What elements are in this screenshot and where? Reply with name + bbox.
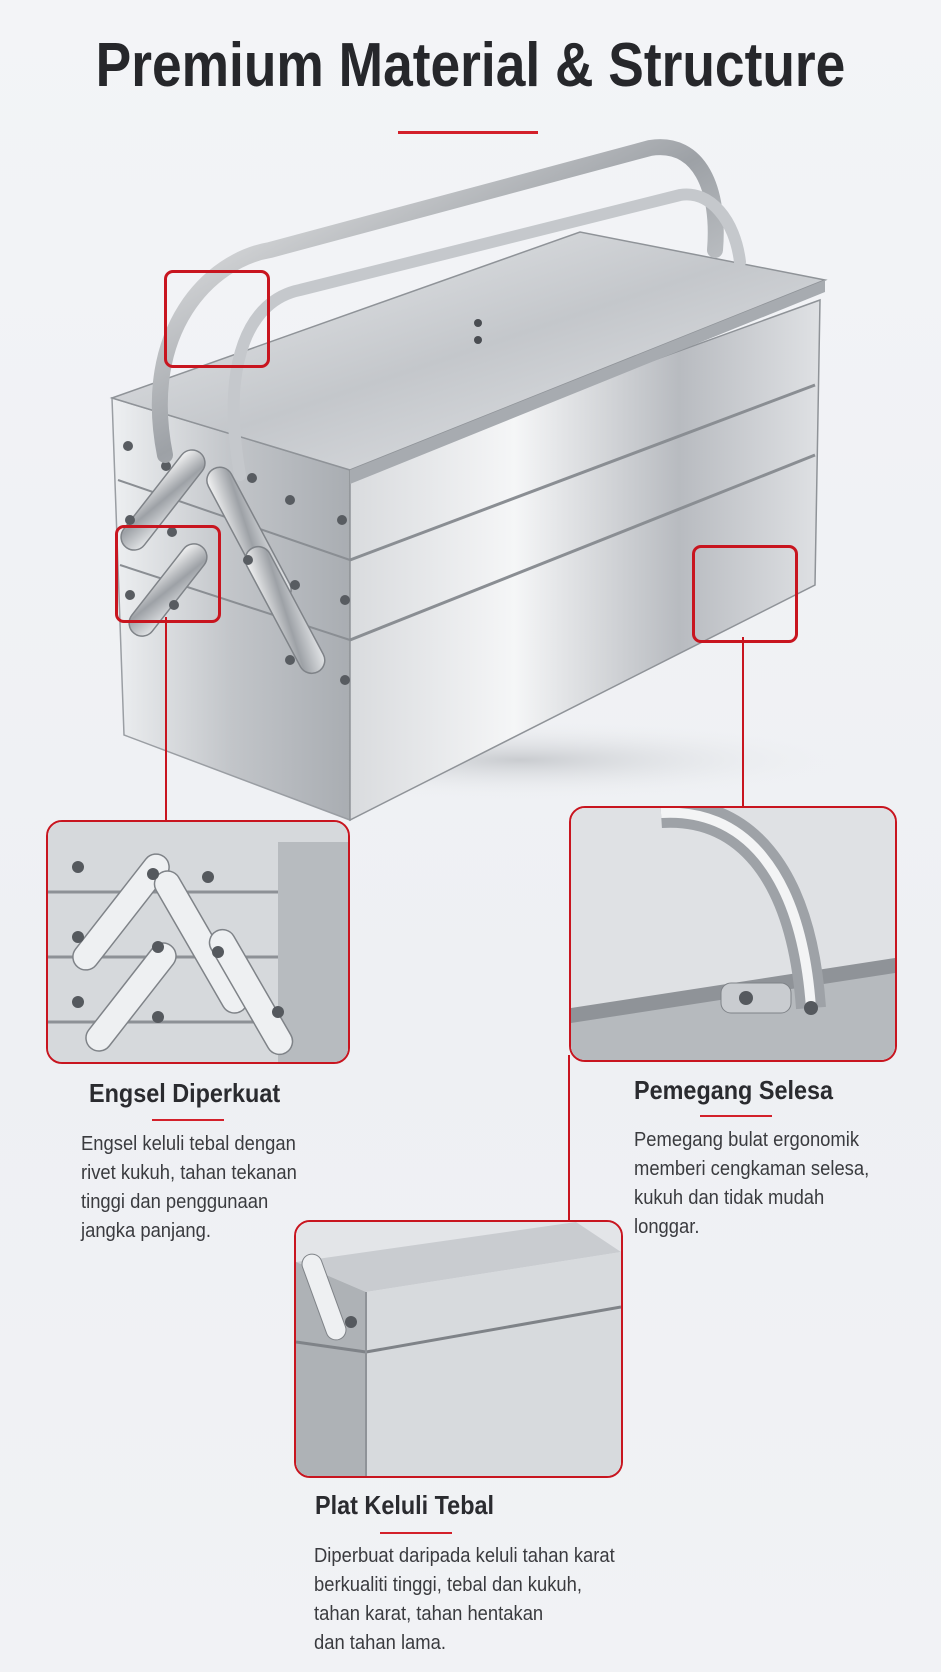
feature-desc-hinge: Engsel keluli tebal dengan rivet kukuh, … — [81, 1133, 297, 1242]
feature-desc-handle: Pemegang bulat ergonomik memberi cengkam… — [634, 1129, 870, 1238]
hinge-callout-box — [115, 525, 221, 623]
feature-title-hinge: Engsel Diperkuat — [89, 1078, 281, 1108]
feature-desc-plate: Diperbuat daripada keluli tahan karat be… — [314, 1545, 615, 1654]
plate-connector-line — [742, 637, 744, 807]
feature-rule-hinge — [152, 1119, 224, 1121]
feature-title-plate: Plat Keluli Tebal — [315, 1490, 495, 1520]
page-title: Premium Material & Structure — [95, 31, 846, 100]
hinge-closeup-image — [46, 820, 350, 1064]
handle-closeup-image — [569, 806, 897, 1062]
feature-title-handle: Pemegang Selesa — [634, 1075, 834, 1105]
feature-rule-handle — [700, 1115, 772, 1117]
toolbox-product-image — [109, 139, 850, 822]
feature-rule-plate — [380, 1532, 452, 1534]
handle-connector-line — [568, 1055, 570, 1220]
plate-callout-box — [692, 545, 798, 643]
handle-callout-box — [164, 270, 270, 368]
hinge-connector-line — [165, 617, 167, 822]
title-underline — [398, 131, 538, 134]
plate-closeup-image — [294, 1220, 623, 1478]
